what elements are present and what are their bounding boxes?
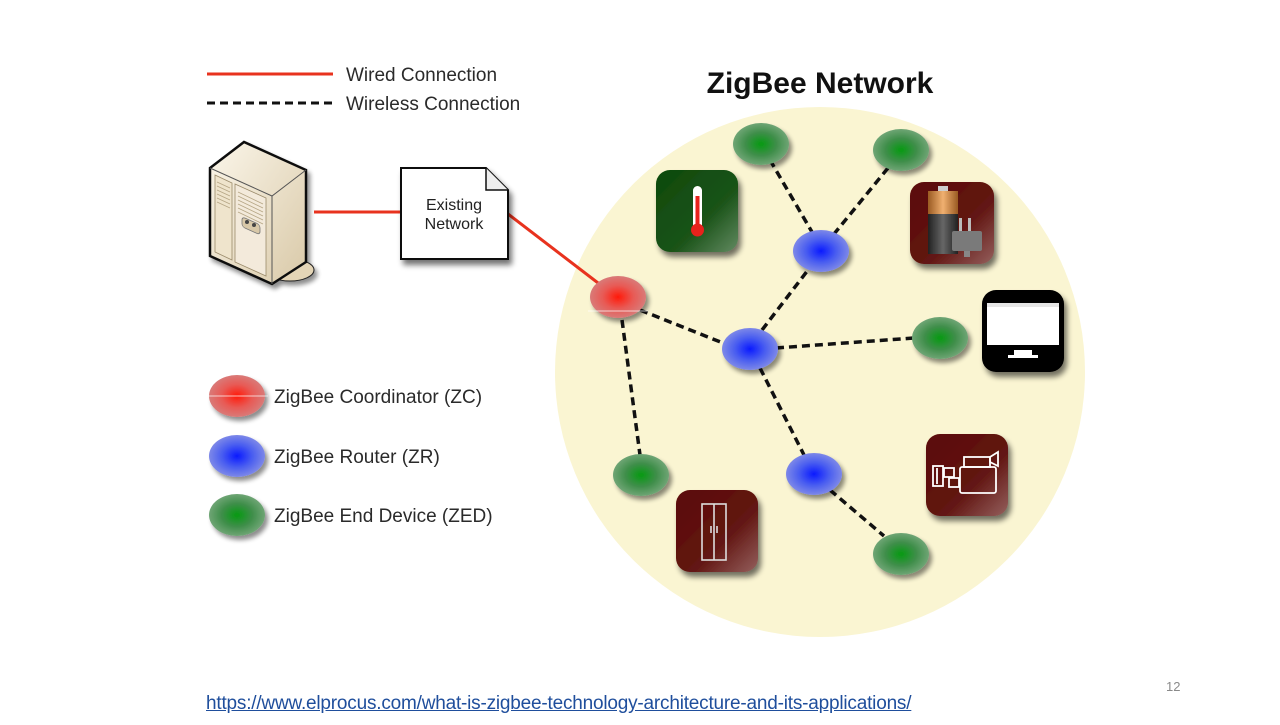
page-number: 12 (1166, 679, 1181, 694)
device-thermometer (656, 170, 738, 252)
existing-network-label-line1: Existing (426, 197, 482, 214)
existing-network-label-line2: Network (425, 216, 485, 233)
legend-coordinator-label: ZigBee Coordinator (ZC) (274, 387, 482, 408)
legend-end-device-dot (209, 494, 265, 536)
source-link[interactable]: https://www.elprocus.com/what-is-zigbee-… (206, 693, 912, 714)
thermometer-icon (691, 186, 704, 237)
legend-end-device-label: ZigBee End Device (ZED) (274, 506, 493, 527)
legend-nodes: ZigBee Coordinator (ZC) ZigBee Router (Z… (206, 375, 493, 536)
router-node[interactable] (722, 328, 778, 370)
wireless-link (775, 336, 915, 350)
coordinator-node[interactable] (590, 276, 646, 318)
server-icon (208, 140, 315, 286)
router-node[interactable] (786, 453, 842, 495)
device-monitor (982, 290, 1064, 372)
wireless-link (828, 488, 886, 538)
end-device-node[interactable] (873, 129, 929, 171)
end-device-node[interactable] (912, 317, 968, 359)
end-device-node[interactable] (613, 454, 669, 496)
router-node[interactable] (793, 230, 849, 272)
existing-network-box (400, 167, 509, 260)
legend-wireless-label: Wireless Connection (346, 94, 520, 115)
wireless-links (620, 159, 915, 538)
end-device-node[interactable] (733, 123, 789, 165)
wireless-link (639, 308, 729, 347)
device-video-camera (926, 434, 1008, 516)
legend-wired-label: Wired Connection (346, 65, 497, 86)
diagram-title: ZigBee Network (707, 67, 934, 100)
legend-connections: Wired Connection Wireless Connection (207, 65, 520, 115)
network-nodes (588, 123, 968, 575)
battery-plug-icon (928, 186, 982, 257)
legend-router-dot (209, 435, 265, 477)
refrigerator-icon (701, 503, 727, 561)
monitor-icon (987, 303, 1059, 358)
legend-router-label: ZigBee Router (ZR) (274, 447, 440, 468)
wireless-link (758, 367, 806, 456)
device-battery-charger (910, 182, 994, 264)
wired-link-existing-coordinator (507, 212, 603, 288)
end-device-node[interactable] (873, 533, 929, 575)
wireless-link (832, 166, 890, 236)
wireless-link (620, 319, 642, 456)
wireless-link (768, 159, 814, 233)
device-refrigerator (676, 490, 758, 572)
video-camera-icon (932, 450, 999, 494)
